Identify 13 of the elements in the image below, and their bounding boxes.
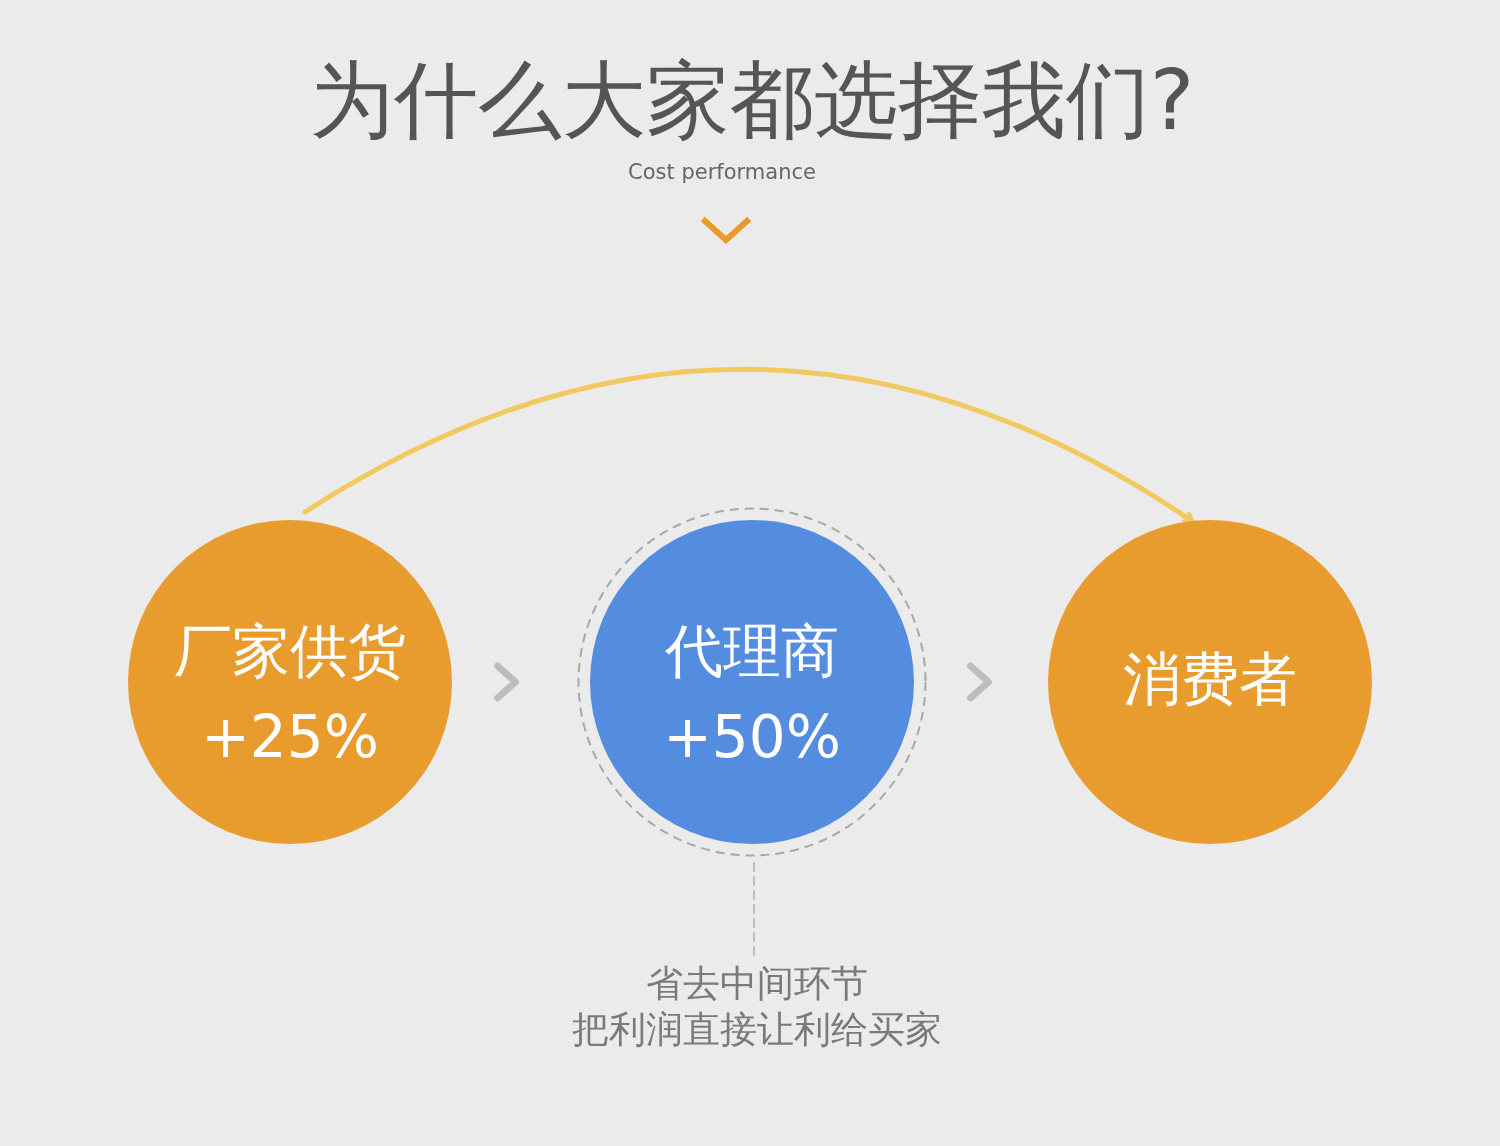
circle-label: 厂家供货: [174, 622, 406, 680]
consumer-circle: [1048, 520, 1372, 844]
supplier-circle: [128, 520, 452, 844]
circle-label: 代理商: [665, 622, 839, 680]
curved-arrow: [302, 366, 1195, 524]
note-text: 把利润直接让利给买家: [572, 1011, 942, 1048]
note-heading: 省去中间环节: [646, 965, 868, 1002]
percent-label: +25%: [201, 708, 379, 766]
agent-circle: [577, 507, 927, 857]
percent-label: +50%: [663, 708, 841, 766]
circle-label: 消费者: [1123, 650, 1297, 708]
subtitle: Cost performance: [628, 162, 816, 183]
title: 为什么大家都选择我们?: [309, 58, 1195, 142]
